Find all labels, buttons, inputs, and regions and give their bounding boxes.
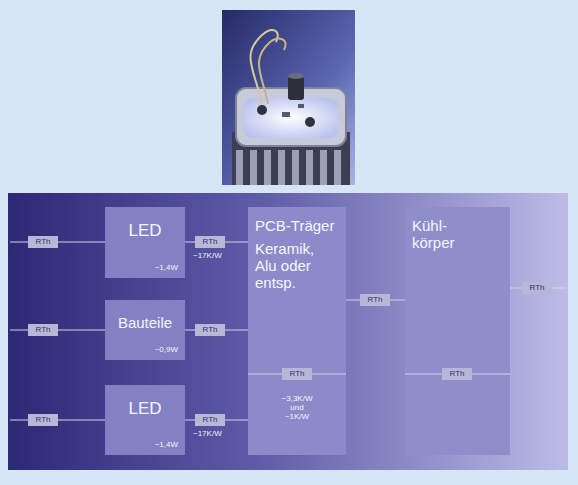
thermal-path bbox=[510, 288, 522, 289]
resistor-label: RTh bbox=[445, 368, 469, 380]
box-title: Bauteile bbox=[118, 314, 172, 331]
resistor-symbol: RTh bbox=[28, 324, 58, 336]
resistor-symbol: RTh bbox=[282, 368, 312, 380]
diagram-panel bbox=[8, 193, 568, 470]
thermal-path bbox=[58, 420, 105, 421]
box-note: ~1,4W bbox=[155, 263, 178, 272]
thermal-path bbox=[225, 330, 248, 331]
box-note: Keramik, Alu oder entsp. bbox=[255, 240, 325, 291]
box-title: PCB-Träger bbox=[255, 217, 334, 234]
thermal-path bbox=[185, 420, 195, 421]
resistor-label: RTh bbox=[363, 294, 387, 306]
resistor-symbol: RTh bbox=[28, 236, 58, 248]
component-box: PCB-TrägerKeramik, Alu oder entsp. ~3,3K/… bbox=[248, 207, 346, 455]
module-photo bbox=[222, 10, 355, 185]
thermal-path bbox=[346, 300, 360, 301]
thermal-path bbox=[390, 300, 405, 301]
box-title: LED bbox=[128, 399, 161, 419]
resistor-label: RTh bbox=[31, 414, 55, 426]
resistor-label: RTh bbox=[31, 324, 55, 336]
resistor-symbol: RTh bbox=[195, 324, 225, 336]
thermal-path bbox=[185, 330, 195, 331]
component-box: Bauteile ~0,9W bbox=[105, 300, 185, 360]
box-title: Kühl- körper bbox=[412, 217, 472, 251]
resistance-value: ~17K/W bbox=[193, 251, 222, 261]
resistor-symbol: RTh bbox=[442, 368, 472, 380]
component-box: Kühl- körperRTh bbox=[405, 207, 510, 455]
thermal-path bbox=[225, 242, 248, 243]
resistor-label: RTh bbox=[525, 282, 549, 294]
box-note: ~1,4W bbox=[155, 440, 178, 449]
resistor-label: RTh bbox=[198, 414, 222, 426]
resistance-value: ~17K/W bbox=[193, 429, 222, 439]
resistor-label: RTh bbox=[285, 368, 309, 380]
resistor-label: RTh bbox=[31, 236, 55, 248]
resistor-symbol: RTh bbox=[522, 282, 552, 294]
thermal-path bbox=[58, 242, 105, 243]
thermal-path bbox=[225, 420, 248, 421]
resistor-label: RTh bbox=[198, 236, 222, 248]
box-note: ~0,9W bbox=[155, 345, 178, 354]
resistor-symbol: RTh bbox=[28, 414, 58, 426]
component-box: LED ~1,4W bbox=[105, 207, 185, 278]
component-box: LED ~1,4W bbox=[105, 385, 185, 455]
thermal-path bbox=[185, 242, 195, 243]
resistor-symbol: RTh bbox=[195, 236, 225, 248]
box-title: LED bbox=[128, 221, 161, 241]
resistor-label: RTh bbox=[198, 324, 222, 336]
box-note: ~3,3K/W und ~1K/W bbox=[279, 394, 315, 421]
resistor-symbol: RTh bbox=[360, 294, 390, 306]
resistor-symbol: RTh bbox=[195, 414, 225, 426]
thermal-path bbox=[58, 330, 105, 331]
